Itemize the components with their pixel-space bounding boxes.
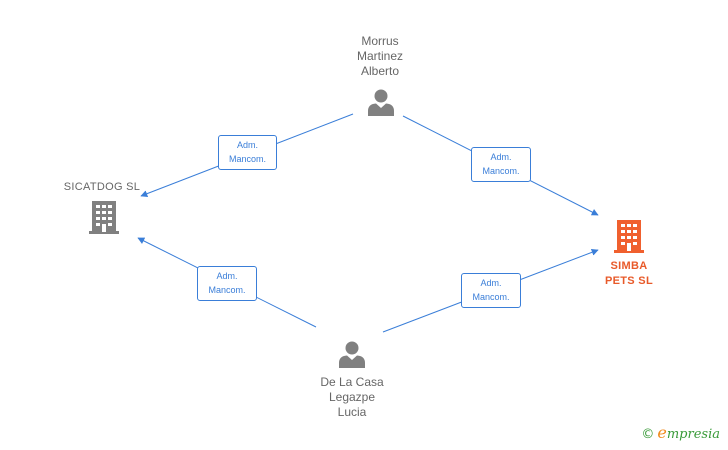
copyright-symbol: © <box>641 427 655 442</box>
person-delacasa-label[interactable]: De La Casa Legazpe Lucia <box>320 375 384 419</box>
person-icon[interactable] <box>366 88 396 118</box>
person-icon[interactable] <box>337 340 367 370</box>
company-sicatdog-label[interactable]: SICATDOG SL <box>63 181 141 193</box>
person-morrus-label[interactable]: Morrus Martinez Alberto <box>356 34 403 78</box>
edge-label-morrus-sicatdog: Adm. Mancom. <box>218 135 277 170</box>
edge-label-morrus-simba: Adm. Mancom. <box>471 147 531 182</box>
edge-label-delacasa-simba: Adm. Mancom. <box>461 273 521 308</box>
empresia-logo: ©empresia <box>641 423 720 442</box>
company-simba-label[interactable]: SIMBA PETS SL <box>605 260 653 287</box>
building-icon[interactable] <box>612 218 646 254</box>
building-icon[interactable] <box>87 199 121 235</box>
edge-label-delacasa-sicatdog: Adm. Mancom. <box>197 266 257 301</box>
